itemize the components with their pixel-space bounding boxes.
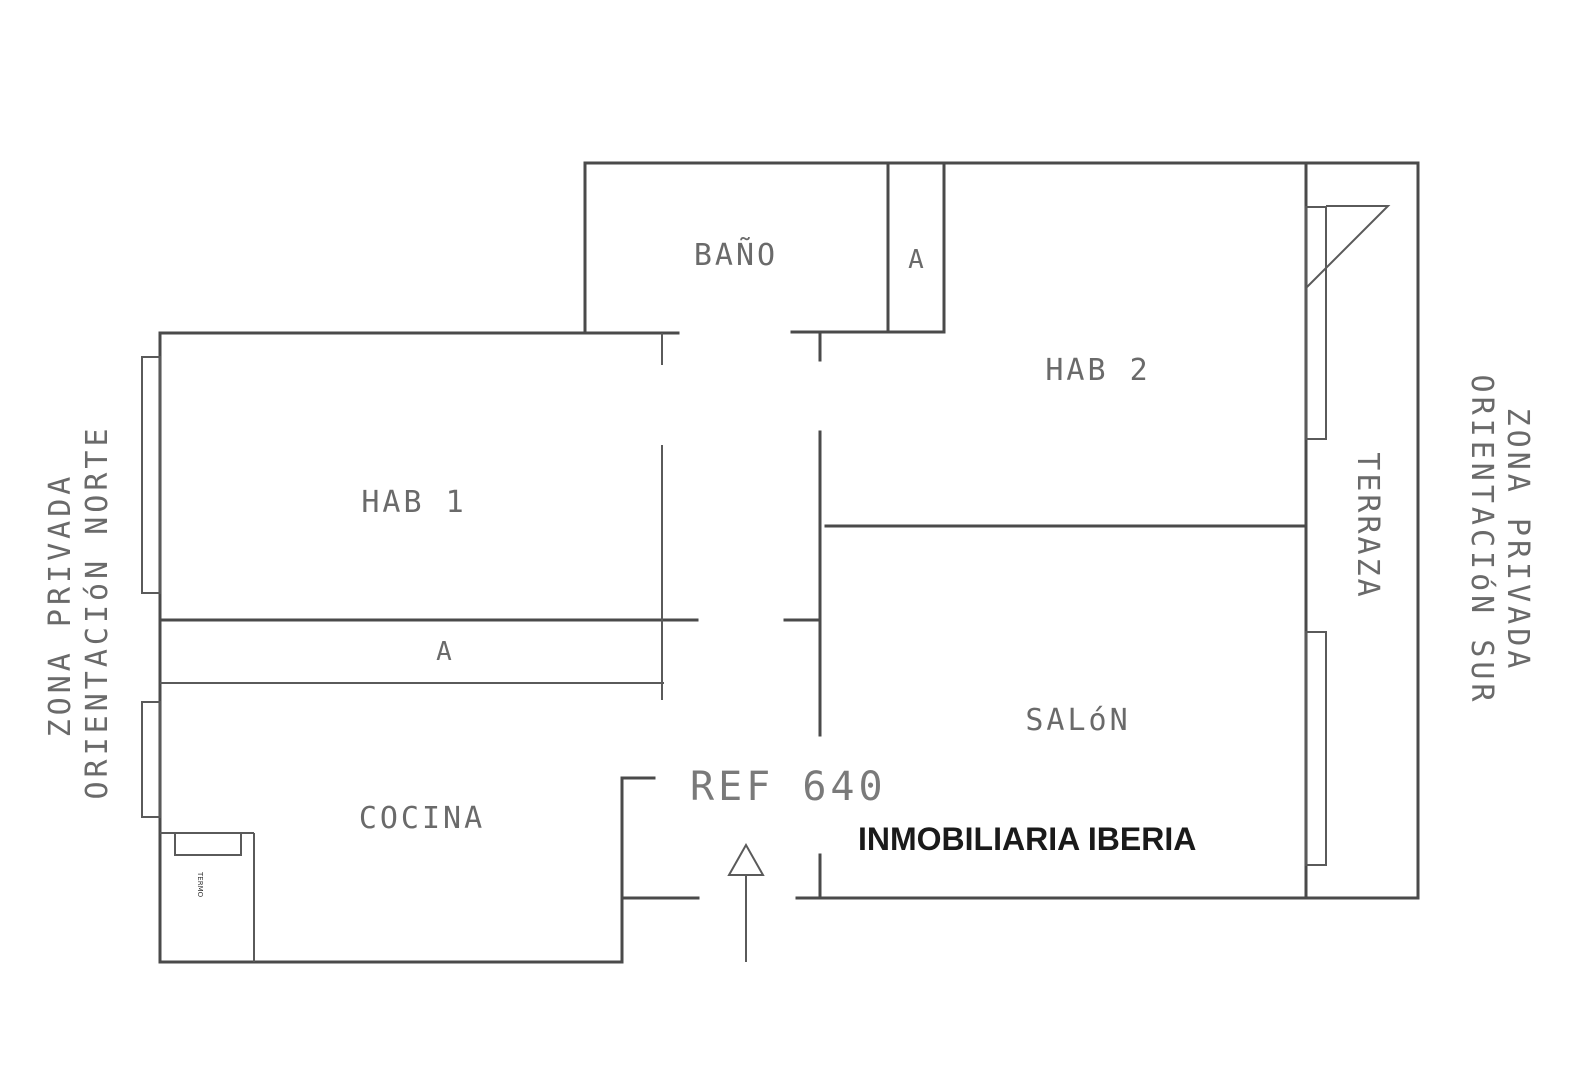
zone-left-line1: ZONA PRIVADA — [43, 473, 78, 738]
room-label-cocina: COCINA — [359, 801, 485, 836]
agency-name: INMOBILIARIA IBERIA — [858, 821, 1196, 857]
entrance-arrow — [727, 842, 765, 962]
zone-right: ZONA PRIVADA ORIENTACIóN SUR — [1464, 375, 1535, 706]
windows — [141, 205, 1391, 866]
water-heater-box — [174, 832, 242, 856]
wall-bano-top — [583, 161, 1420, 900]
zone-right-line1: ZONA PRIVADA — [1500, 408, 1535, 673]
room-label-hab2: HAB 2 — [1045, 353, 1150, 388]
window-cocina — [141, 701, 161, 818]
window-hab2 — [1305, 206, 1327, 440]
zone-right-line2: ORIENTACIóN SUR — [1464, 375, 1499, 706]
room-label-bano: BAÑO — [694, 237, 778, 273]
room-label-terraza: TERRAZA — [1350, 452, 1385, 599]
water-heater: TERMO — [160, 832, 255, 962]
room-label-armario-mid: A — [436, 637, 452, 667]
zone-left: ZONA PRIVADA ORIENTACIóN NORTE — [43, 424, 115, 799]
window-salon — [1305, 631, 1327, 866]
room-label-hab1: HAB 1 — [361, 485, 466, 520]
walls — [158, 161, 1420, 964]
zone-left-line2: ORIENTACIóN NORTE — [80, 424, 115, 799]
window-hab1 — [141, 356, 161, 594]
water-heater-label: TERMO — [196, 871, 204, 898]
room-label-armario-top: A — [908, 245, 924, 275]
terrace-door-swing — [1305, 205, 1391, 289]
reference-number: REF 640 — [690, 764, 887, 810]
room-label-salon: SALóN — [1025, 703, 1130, 738]
entrance-arrow-head — [727, 842, 765, 876]
